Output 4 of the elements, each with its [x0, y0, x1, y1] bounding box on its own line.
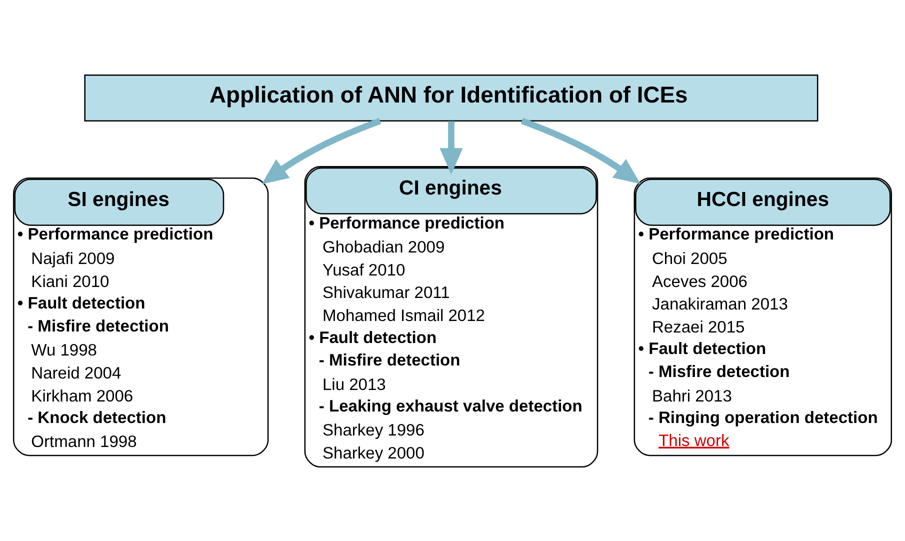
arrow: [520, 117, 640, 184]
arrow: [262, 118, 382, 184]
node-box: Application of ANN for Identification of ICEs: [84, 74, 818, 122]
arrow: [440, 120, 463, 174]
